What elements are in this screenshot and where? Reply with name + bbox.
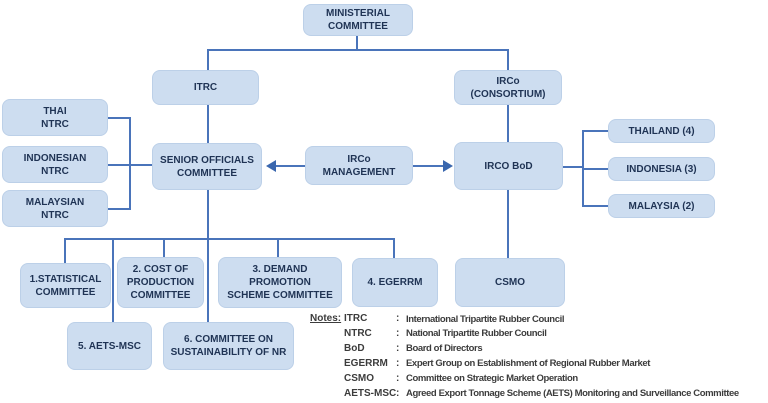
note-definition: International Tripartite Rubber Council xyxy=(406,313,565,325)
left-arrowhead-icon xyxy=(266,160,276,172)
note-term: BoD xyxy=(344,342,365,354)
node-aets-msc: 5. AETS-MSC xyxy=(67,322,152,370)
node-irco-consortium: IRCo (CONSORTIUM) xyxy=(454,70,562,105)
connector-bod-csmo xyxy=(507,190,509,258)
note-term: ITRC xyxy=(344,313,368,324)
note-row: BoD : Board of Directors xyxy=(310,342,739,357)
note-colon: : xyxy=(396,387,400,399)
connector-bod-bracket xyxy=(563,166,583,168)
connector-to-egerrm xyxy=(393,238,395,258)
note-definition: Agreed Export Tonnage Scheme (AETS) Moni… xyxy=(406,388,739,400)
note-term: NTRC xyxy=(344,327,372,339)
node-irco-management: IRCo MANAGEMENT xyxy=(305,146,413,185)
node-indonesian-ntrc: INDONESIAN NTRC xyxy=(2,146,108,183)
connector-indonesia-stub xyxy=(582,168,608,170)
note-colon: : xyxy=(396,327,400,339)
notes-label: Notes: xyxy=(310,313,342,324)
node-sustainability-committee: 6. COMMITTEE ON SUSTAINABILITY OF NR xyxy=(163,322,294,370)
arrow-line-to-soc xyxy=(275,165,305,167)
connector-top-split xyxy=(207,49,509,51)
note-term: CSMO xyxy=(344,372,374,384)
node-csmo: CSMO xyxy=(455,258,565,307)
note-row: AETS-MSC : Agreed Export Tonnage Scheme … xyxy=(310,387,739,402)
note-colon: : xyxy=(396,342,400,354)
note-row: EGERRM : Expert Group on Establishment o… xyxy=(310,357,739,372)
connector-to-statistical xyxy=(64,238,66,263)
note-definition: Committee on Strategic Market Operation xyxy=(406,373,578,385)
note-row: CSMO : Committee on Strategic Market Ope… xyxy=(310,372,739,387)
node-malaysian-ntrc: MALAYSIAN NTRC xyxy=(2,190,108,227)
node-senior-officials-committee: SENIOR OFFICIALS COMMITTEE xyxy=(152,143,262,190)
node-malaysia: MALAYSIA (2) xyxy=(608,194,715,218)
note-colon: : xyxy=(396,372,400,384)
connector-to-irco xyxy=(507,49,509,70)
connector-to-itrc xyxy=(207,49,209,70)
note-colon: : xyxy=(396,357,400,369)
note-term: EGERRM xyxy=(344,357,388,369)
note-definition: Board of Directors xyxy=(406,343,483,355)
note-term: AETS-MSC xyxy=(344,387,397,399)
node-demand-promotion-committee: 3. DEMAND PROMOTION SCHEME COMMITTEE xyxy=(218,257,342,308)
note-row: NTRC : National Tripartite Rubber Counci… xyxy=(310,327,739,342)
right-arrowhead-icon xyxy=(443,160,453,172)
note-definition: National Tripartite Rubber Council xyxy=(406,328,547,340)
note-row: Notes: ITRC : International Tripartite R… xyxy=(310,312,739,327)
connector-irco-bod xyxy=(507,105,509,142)
notes-section: Notes: ITRC : International Tripartite R… xyxy=(310,312,739,401)
node-statistical-committee: 1.STATISTICAL COMMITTEE xyxy=(20,263,111,308)
connector-ntrc-bracket xyxy=(129,117,131,210)
node-egerrm: 4. EGERRM xyxy=(352,258,438,307)
note-colon: : xyxy=(396,313,400,324)
node-cost-production-committee: 2. COST OF PRODUCTION COMMITTEE xyxy=(117,257,204,308)
connector-subcommittee-rail xyxy=(65,238,395,240)
connector-to-demand xyxy=(277,238,279,257)
node-itrc: ITRC xyxy=(152,70,259,105)
node-indonesia: INDONESIA (3) xyxy=(608,157,715,181)
connector-itrc-soc xyxy=(207,105,209,143)
connector-to-cost xyxy=(163,238,165,257)
connector-thailand-stub xyxy=(582,130,608,132)
connector-indonesian-soc xyxy=(108,164,152,166)
connector-soc-trunk xyxy=(207,190,209,322)
connector-malaysian-stub xyxy=(108,208,130,210)
node-thai-ntrc: THAI NTRC xyxy=(2,99,108,136)
connector-malaysia-stub xyxy=(582,205,608,207)
note-definition: Expert Group on Establishment of Regiona… xyxy=(406,358,651,370)
connector-to-aets xyxy=(112,238,114,322)
node-thailand: THAILAND (4) xyxy=(608,119,715,143)
connector-ministerial-stub xyxy=(356,36,358,50)
node-ministerial-committee: MINISTERIAL COMMITTEE xyxy=(303,4,413,36)
node-irco-bod: IRCO BoD xyxy=(454,142,563,190)
arrow-line-to-bod xyxy=(413,165,443,167)
connector-thai-stub xyxy=(108,117,130,119)
